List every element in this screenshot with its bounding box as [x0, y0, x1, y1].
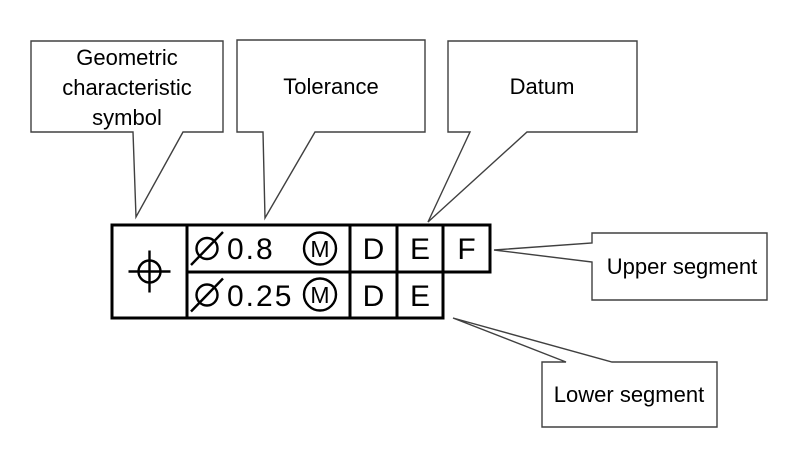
lower-segment-row: 0.25 M D E — [190, 277, 430, 313]
position-icon — [128, 250, 171, 293]
callout-bubble — [452, 317, 718, 428]
material-modifier-icon: M — [302, 277, 338, 312]
callout-lower-segment: Lower segment — [452, 317, 718, 428]
callout-bubble — [236, 39, 426, 221]
upper-datum-1: D — [363, 233, 385, 266]
callout-label-line2: characteristic — [62, 75, 192, 100]
cell-lower-datum-2 — [395, 270, 445, 320]
lower-datum-1: D — [363, 280, 385, 313]
callout-label: Tolerance — [283, 74, 378, 99]
upper-datum-3: F — [457, 233, 475, 266]
callout-bubble — [493, 232, 768, 301]
callout-geometric-characteristic-symbol: Geometric characteristic symbol — [30, 40, 224, 220]
callout-label: Datum — [510, 74, 575, 99]
lower-tolerance-value: 0.25 — [227, 280, 293, 313]
cell-lower-datum-1 — [348, 270, 399, 320]
lower-datum-2: E — [410, 280, 430, 313]
callout-tolerance: Tolerance — [236, 39, 426, 221]
callout-label-line3: symbol — [92, 105, 162, 130]
material-modifier-letter: M — [310, 282, 329, 308]
diameter-icon — [190, 277, 224, 313]
upper-segment-row: 0.8 M D E F — [190, 231, 476, 266]
cell-upper-datum-3 — [441, 223, 492, 274]
callout-label-line1: Geometric — [76, 45, 177, 70]
feature-control-frame: 0.8 M D E F 0.25 M D — [110, 223, 492, 320]
upper-tolerance-value: 0.8 — [227, 233, 275, 266]
callout-upper-segment: Upper segment — [493, 232, 768, 301]
diameter-icon — [190, 231, 224, 266]
callout-label: Upper segment — [607, 254, 757, 279]
callout-label: Lower segment — [554, 382, 704, 407]
upper-datum-2: E — [410, 233, 430, 266]
callout-bubble — [30, 40, 224, 220]
callout-datum: Datum — [427, 40, 638, 223]
material-modifier-letter: M — [310, 236, 329, 262]
material-modifier-icon: M — [302, 231, 338, 266]
callout-bubble — [427, 40, 638, 223]
